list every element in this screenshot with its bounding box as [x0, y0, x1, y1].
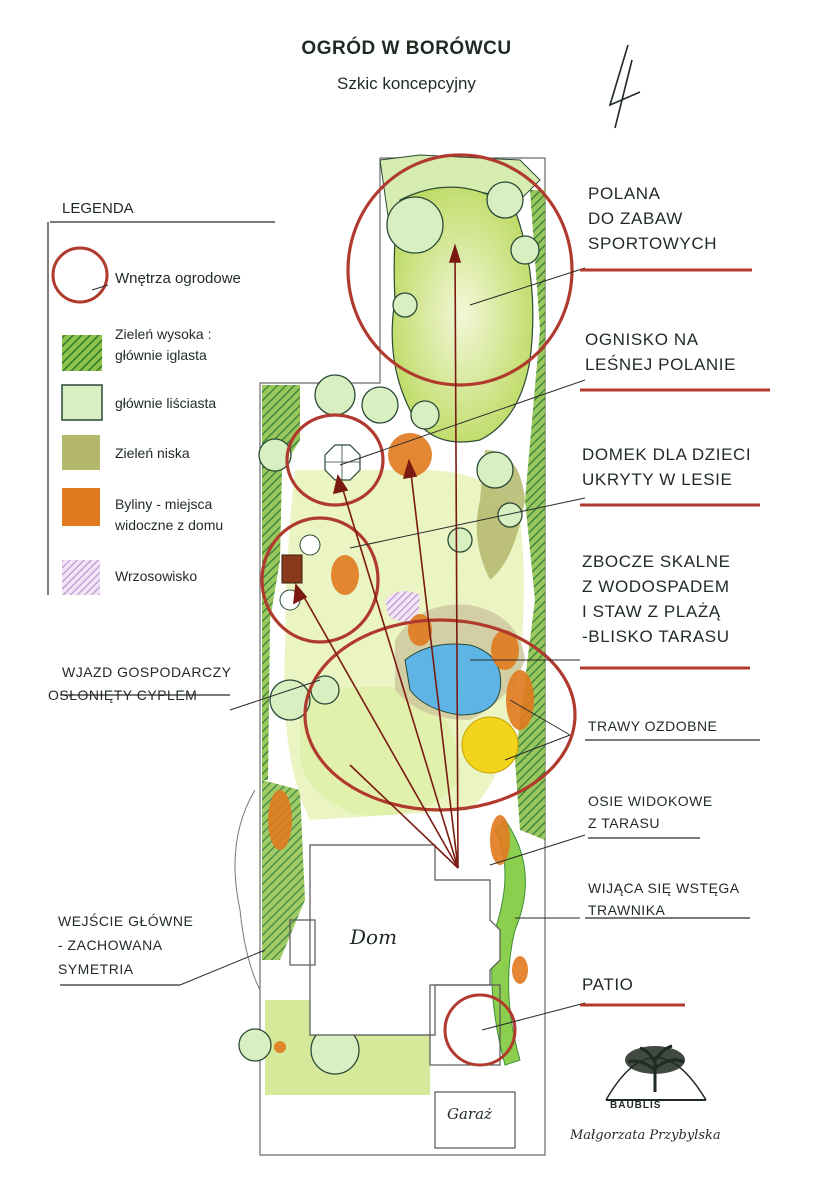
legend-label-deciduous: głównie liściasta: [115, 395, 217, 411]
pond: [404, 643, 502, 716]
page-subtitle: Szkic koncepcyjny: [337, 74, 476, 93]
legend-label-tall-green-2: głównie iglasta: [115, 347, 207, 363]
annotation-zbocze-1: ZBOCZE SKALNE: [582, 552, 731, 571]
annotation-polana-2: DO ZABAW: [588, 209, 683, 228]
heather-patch: [385, 591, 420, 622]
annotation-domek-2: UKRYTY W LESIE: [582, 470, 733, 489]
legend-heading: LEGENDA: [62, 200, 134, 217]
leader-lines: [91, 267, 586, 1031]
annotation-zbocze-2: Z WODOSPADEM: [582, 577, 730, 596]
annotation-domek-1: DOMEK DLA DZIECI: [582, 445, 752, 464]
legend-frame: [47, 221, 275, 595]
patio-circle: [443, 993, 517, 1067]
annotation-wjazd-1: WJAZD GOSPODARCZY: [62, 664, 232, 680]
annotation-zbocze-4: -BLISKO TARASU: [582, 627, 730, 646]
annotation-wjazd-2: OSŁONIĘTY CYPLEM: [48, 687, 198, 703]
annotation-underlines: [60, 268, 770, 1007]
annotation-ognisko-1: OGNISKO NA: [585, 330, 699, 349]
annotation-wstega-2: TRAWNIKA: [588, 902, 666, 918]
legend-swatches: [51, 246, 109, 595]
legend-label-tall-green-1: Zieleń wysoka :: [115, 326, 212, 342]
annotation-wstega-1: WIJĄCA SIĘ WSTĘGA: [588, 880, 740, 896]
tree-clump: [299, 534, 321, 556]
legend-label-perennials-1: Byliny - miejsca: [115, 496, 213, 512]
tree-clumps: [238, 181, 540, 1075]
annotation-polana-1: POLANA: [588, 184, 661, 203]
legend-label-heather: Wrzosowisko: [115, 568, 198, 584]
view-axes: [293, 243, 462, 869]
legend-label-low-green: Zieleń niska: [115, 445, 190, 461]
annotation-patio: PATIO: [582, 975, 634, 994]
annotation-wejscie-1: WEJŚCIE GŁÓWNE: [58, 913, 194, 929]
annotation-polana-3: SPORTOWYCH: [588, 234, 718, 253]
designer-signature: Małgorzata Przybylska: [570, 1128, 721, 1143]
annotation-wejscie-2: - ZACHOWANA: [58, 937, 163, 953]
legend-label-perennials-2: widoczne z domu: [115, 517, 224, 533]
annotation-wejscie-3: SYMETRIA: [58, 961, 134, 977]
plot-outline: [259, 157, 546, 1156]
page-title: OGRÓD W BORÓWCU: [301, 38, 512, 59]
annotation-osie-2: Z TARASU: [588, 815, 660, 831]
annotation-osie-1: OSIE WIDOKOWE: [588, 793, 713, 809]
garage-label: Garaż: [447, 1105, 492, 1123]
baublis-logo: [605, 1044, 707, 1101]
house-label: Dom: [350, 925, 398, 949]
ornamental-grasses: [461, 716, 519, 774]
logo-text: BAUBLIS: [610, 1100, 662, 1111]
legend-label-garden-interiors: Wnętrza ogrodowe: [115, 270, 241, 287]
kids-cabin: [281, 554, 303, 584]
annotation-ognisko-2: LEŚNEJ POLANIE: [585, 355, 737, 374]
entrance-arc: [234, 789, 261, 991]
sheet-number-mark: [608, 44, 641, 129]
annotation-trawy: TRAWY OZDOBNE: [588, 718, 718, 734]
fire-pit-gazebo: [324, 444, 361, 481]
annotation-zbocze-3: I STAW Z PLAŻĄ: [582, 602, 721, 621]
